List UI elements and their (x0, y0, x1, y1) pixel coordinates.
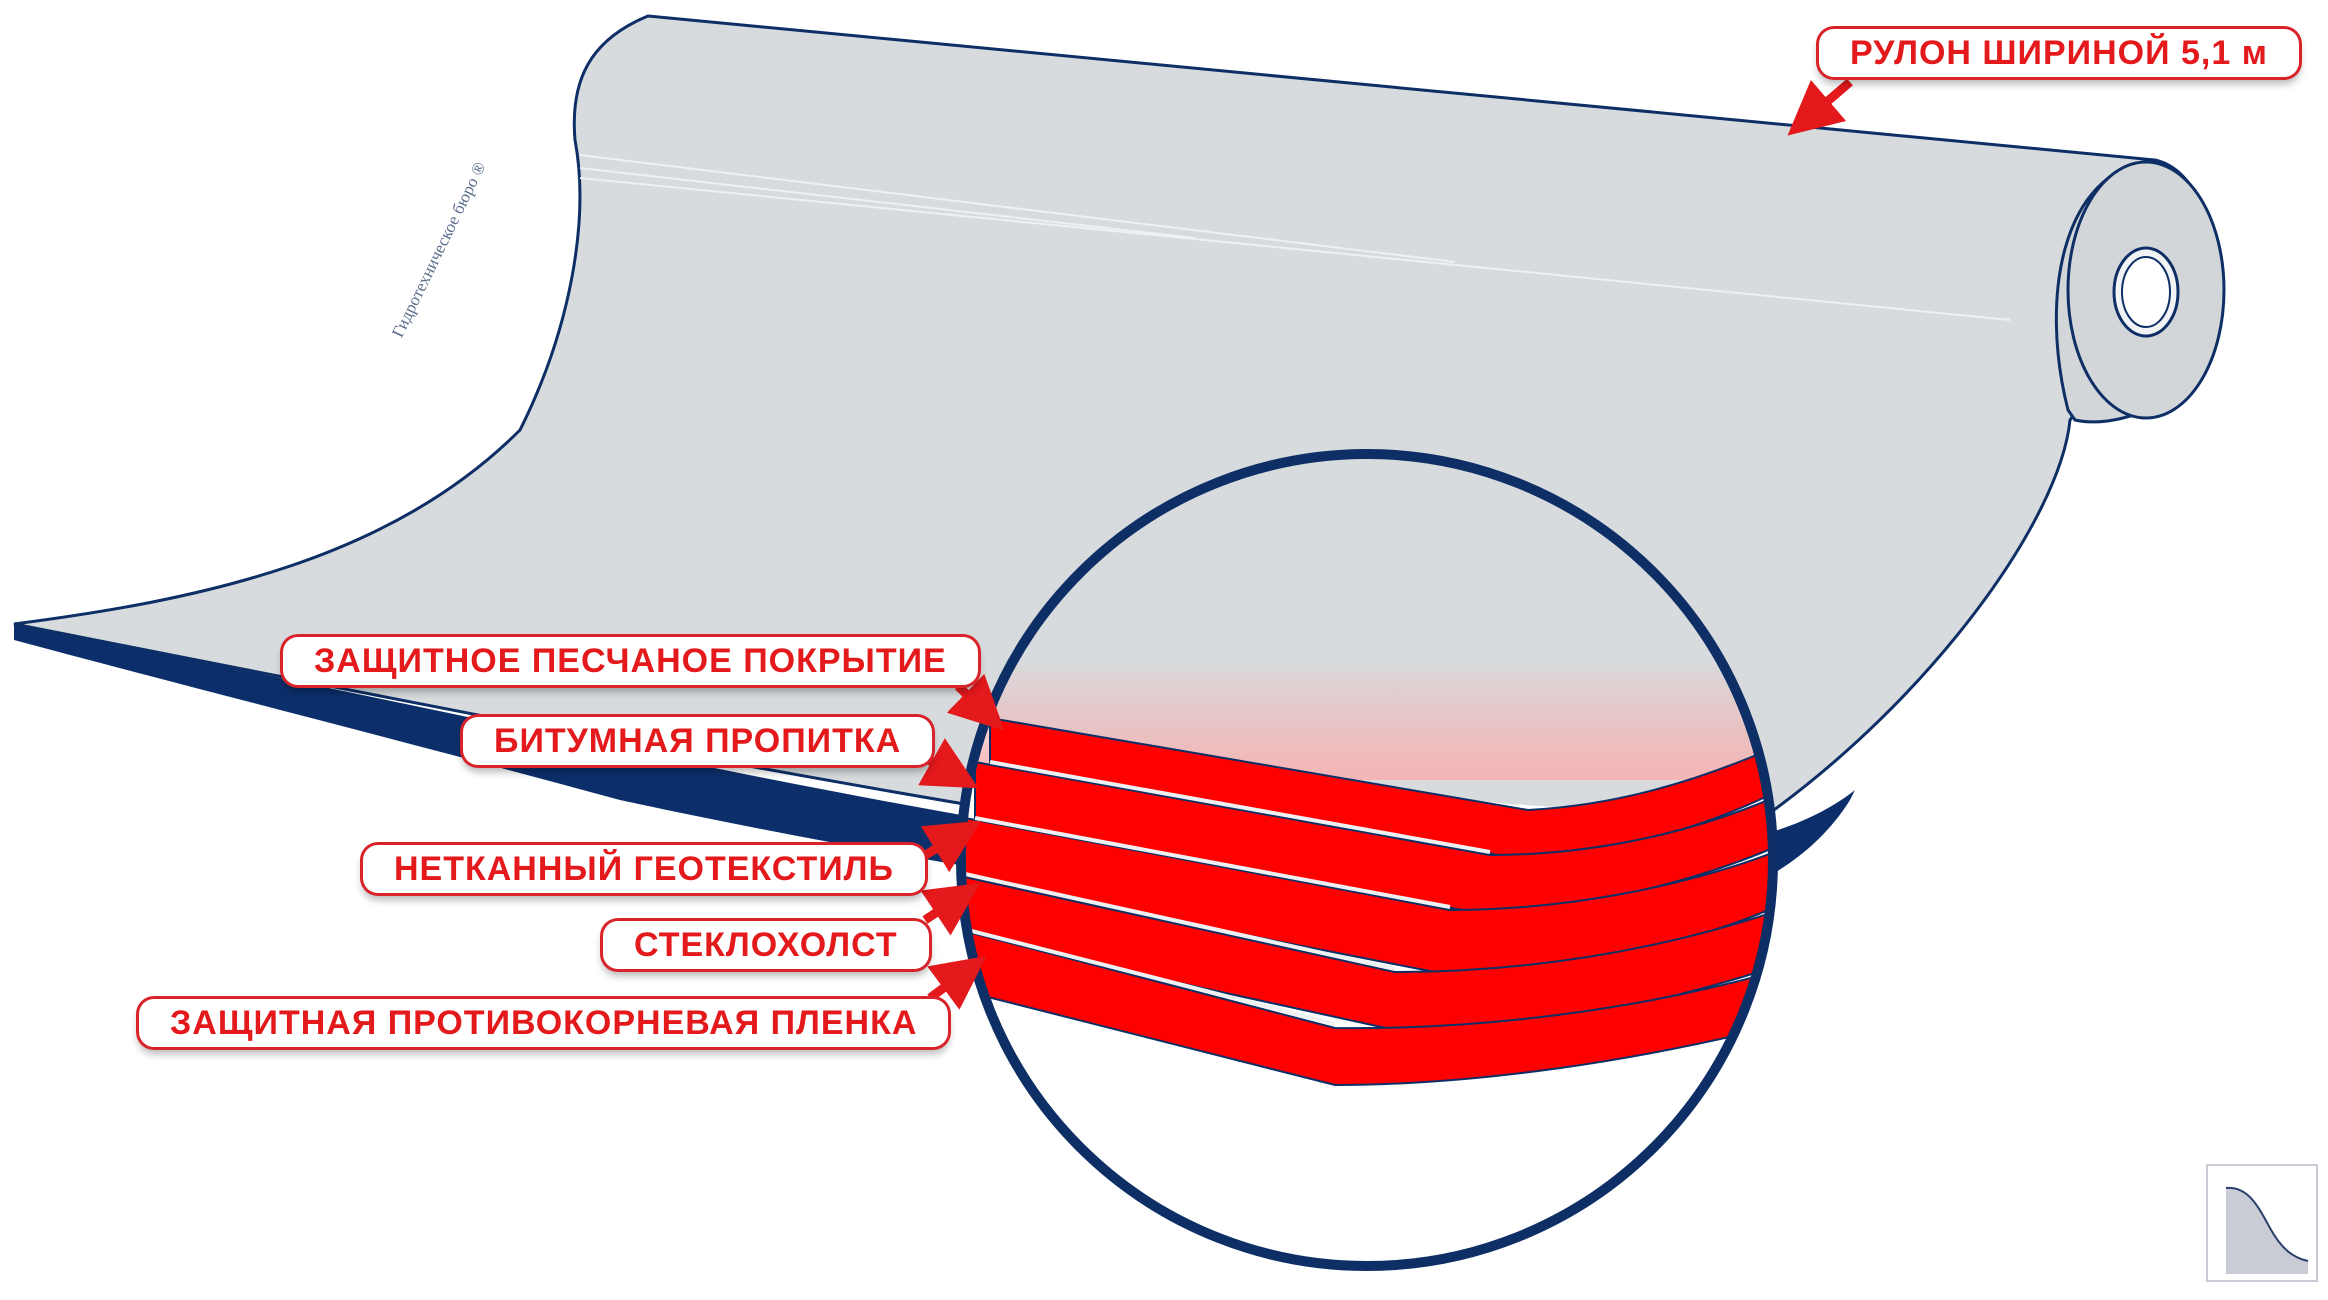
layer-label-root-film: ЗАЩИТНАЯ ПРОТИВОКОРНЕВАЯ ПЛЕНКА (142, 1002, 945, 1044)
brand-logo-icon (2206, 1164, 2318, 1282)
layer-label-sand: ЗАЩИТНОЕ ПЕСЧАНОЕ ПОКРЫТИЕ (286, 640, 975, 682)
layer-label-geotextile: НЕТКАННЫЙ ГЕОТЕКСТИЛЬ (366, 848, 922, 890)
layer-label-bitumen: БИТУМНАЯ ПРОПИТКА (466, 720, 929, 762)
roll-width-label: РУЛОН ШИРИНОЙ 5,1 м (1822, 32, 2296, 74)
layer-label-fiberglass: СТЕКЛОХОЛСТ (606, 924, 926, 966)
